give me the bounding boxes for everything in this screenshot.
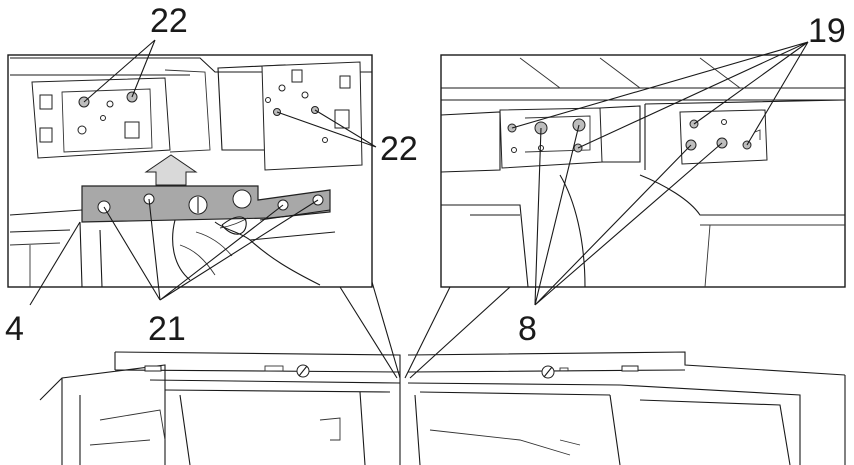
callout-8: 8 (518, 310, 537, 348)
leader-lines (29, 39, 809, 306)
appliance-base-view (39, 281, 846, 465)
callout-labels: 22 22 19 4 21 8 (5, 2, 846, 348)
callout-22-top: 22 (150, 2, 188, 40)
callout-19: 19 (808, 12, 846, 50)
left-detail-panel (7, 54, 373, 288)
callout-22-right: 22 (380, 130, 418, 168)
callout-4: 4 (5, 310, 24, 348)
callout-21: 21 (148, 310, 186, 348)
